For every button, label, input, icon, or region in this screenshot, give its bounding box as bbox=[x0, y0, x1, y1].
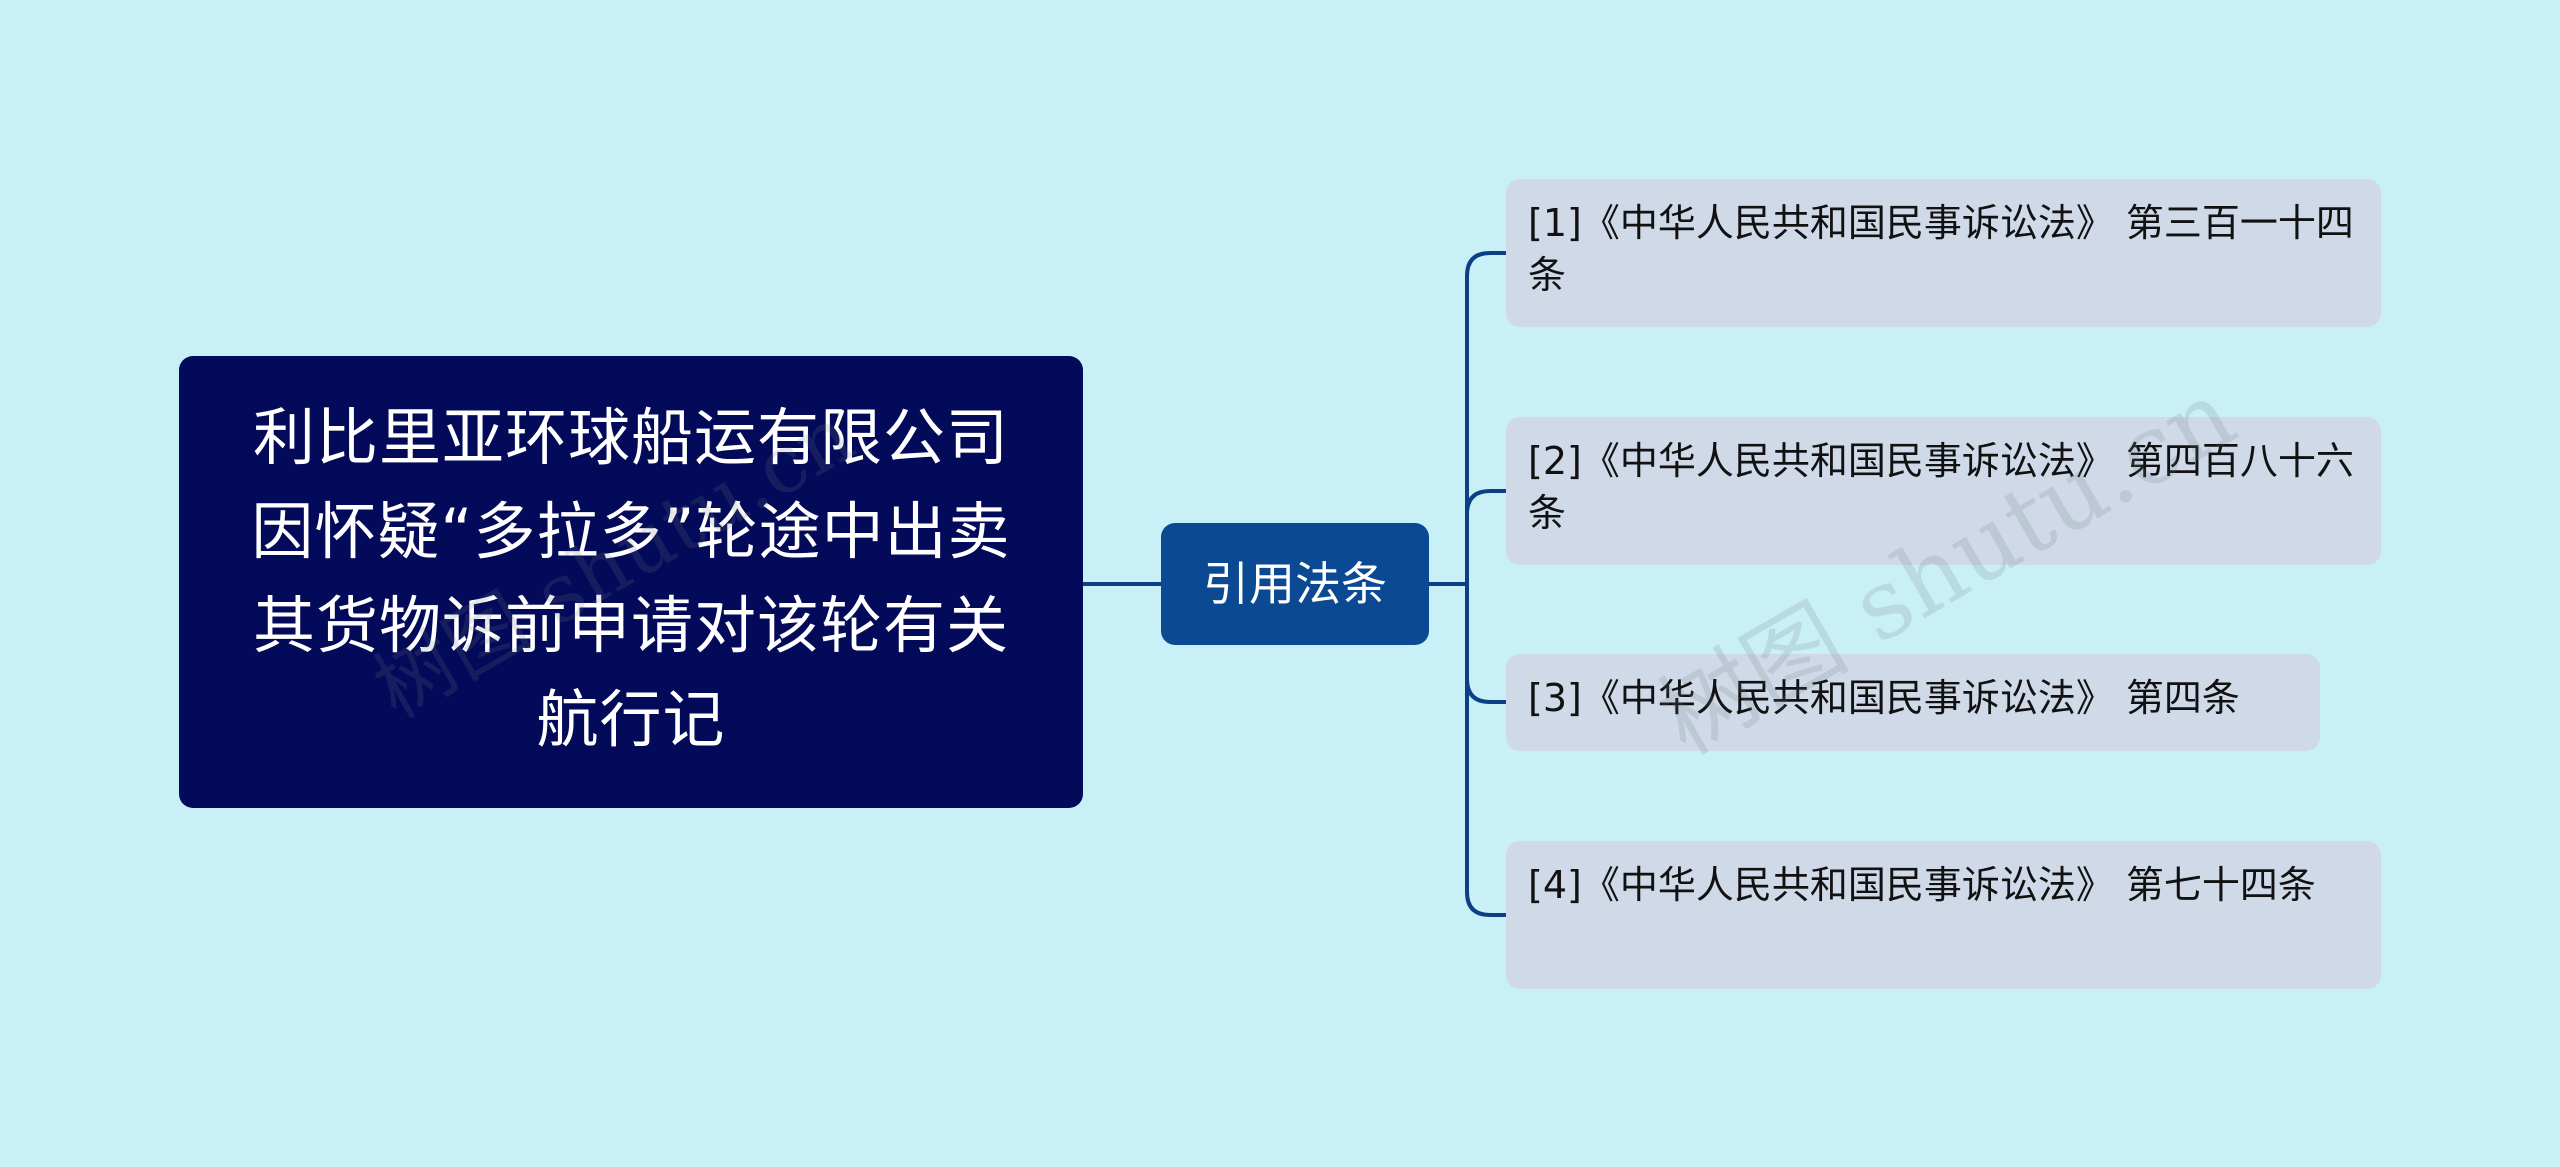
leaf-3-connector bbox=[1465, 678, 1506, 704]
leaf-node-text: [4]《中华人民共和国民事诉讼法》 第七十四条 bbox=[1528, 863, 2316, 907]
branch-node-cited-laws[interactable]: 引用法条 bbox=[1161, 523, 1429, 645]
leaf-node-text: [2]《中华人民共和国民事诉讼法》 第四百八十六条 bbox=[1528, 439, 2354, 535]
leaf-node-text: [1]《中华人民共和国民事诉讼法》 第三百一十四条 bbox=[1528, 201, 2354, 297]
branch-node-text: 引用法条 bbox=[1203, 557, 1387, 611]
leaf-node-text: [3]《中华人民共和国民事诉讼法》 第四条 bbox=[1528, 676, 2240, 720]
leaf-node-4[interactable]: [4]《中华人民共和国民事诉讼法》 第七十四条 bbox=[1506, 841, 2381, 989]
leaf-node-1[interactable]: [1]《中华人民共和国民事诉讼法》 第三百一十四条 bbox=[1506, 179, 2381, 327]
root-topic-node[interactable]: 利比里亚环球船运有限公司因怀疑“多拉多”轮途中出卖其货物诉前申请对该轮有关航行记 bbox=[179, 356, 1083, 808]
root-topic-text: 利比里亚环球船运有限公司因怀疑“多拉多”轮途中出卖其货物诉前申请对该轮有关航行记 bbox=[251, 401, 1011, 756]
leaf-node-2[interactable]: [2]《中华人民共和国民事诉讼法》 第四百八十六条 bbox=[1506, 417, 2381, 565]
leaf-2-connector bbox=[1465, 489, 1506, 515]
leaf-node-3[interactable]: [3]《中华人民共和国民事诉讼法》 第四条 bbox=[1506, 654, 2320, 751]
trunk-connector bbox=[1465, 251, 1506, 917]
